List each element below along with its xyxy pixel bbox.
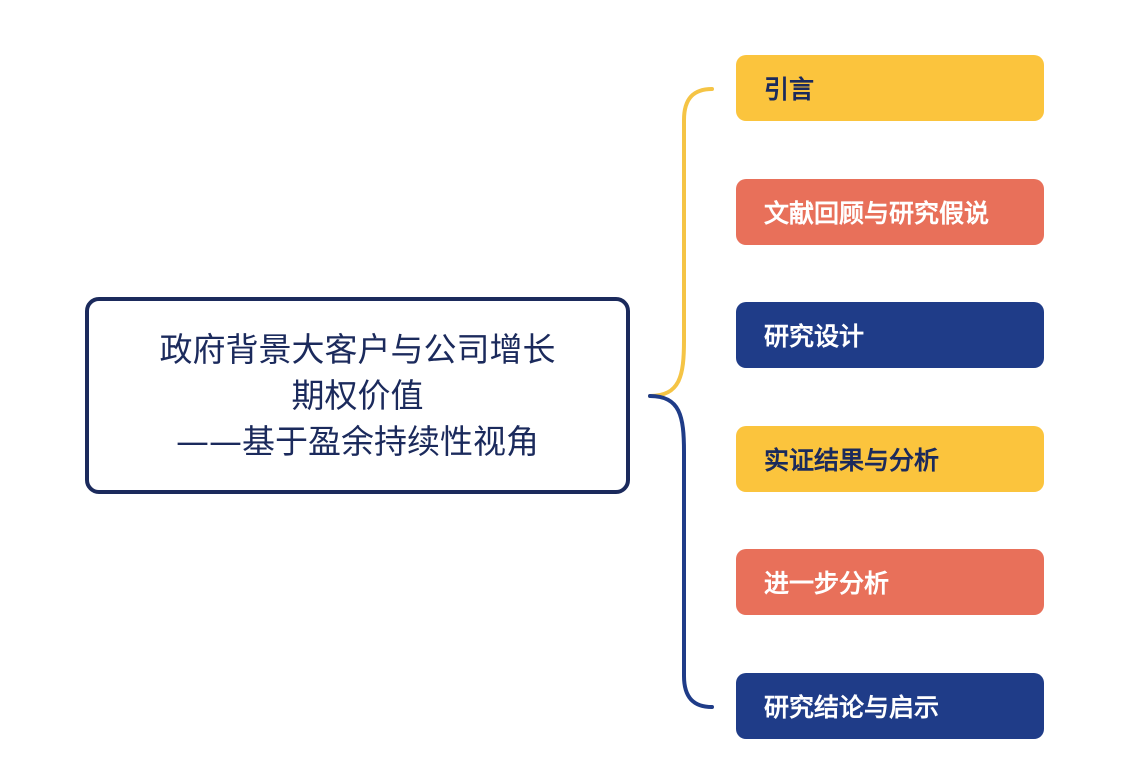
node-empirical-results[interactable]: 实证结果与分析 (736, 426, 1044, 492)
node-literature-review[interactable]: 文献回顾与研究假说 (736, 179, 1044, 245)
root-topic-box: 政府背景大客户与公司增长 期权价值 ——基于盈余持续性视角 (85, 297, 630, 494)
node-research-design[interactable]: 研究设计 (736, 302, 1044, 368)
root-title-line-3: ——基于盈余持续性视角 (176, 421, 539, 461)
node-conclusions[interactable]: 研究结论与启示 (736, 673, 1044, 739)
node-introduction[interactable]: 引言 (736, 55, 1044, 121)
root-title-line-1: 政府背景大客户与公司增长 (159, 329, 556, 369)
upper-branch-connector (648, 87, 714, 398)
lower-branch-connector (648, 394, 714, 709)
root-title-line-2: 期权价值 (291, 375, 424, 415)
node-further-analysis[interactable]: 进一步分析 (736, 549, 1044, 615)
